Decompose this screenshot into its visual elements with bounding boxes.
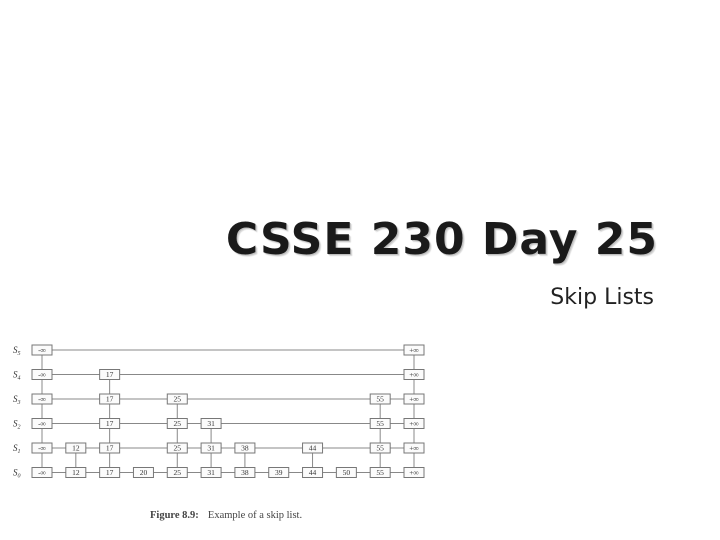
skip-list-node <box>99 369 121 380</box>
skip-list-figure: S5 -∞ +∞ S4 -∞ 17 +∞ S3 -∞ 17 25 55 +∞ S2 -∞ 17 25 31 55 +∞… <box>13 344 425 522</box>
skip-list-node <box>403 344 425 356</box>
node-key: 17 <box>106 468 114 477</box>
node-key: 55 <box>376 468 384 477</box>
skip-list-node <box>369 442 391 454</box>
skip-list-node <box>99 418 121 429</box>
skip-list-node <box>99 442 121 454</box>
skip-list-node <box>31 442 53 454</box>
skip-list-node <box>200 442 222 454</box>
node-key: 50 <box>343 468 351 477</box>
level-label: S1 <box>13 443 21 455</box>
skip-list-node <box>31 418 53 429</box>
node-key: 25 <box>174 419 182 428</box>
node-key: 44 <box>309 468 317 477</box>
node-key: +∞ <box>409 419 419 428</box>
skip-list-node <box>166 467 188 478</box>
node-key: 12 <box>72 468 80 477</box>
node-key: -∞ <box>38 370 46 379</box>
node-key: -∞ <box>38 395 46 404</box>
skip-list-node <box>403 369 425 380</box>
node-key: +∞ <box>409 395 419 404</box>
skip-list-node <box>403 467 425 478</box>
node-key: 31 <box>207 419 215 428</box>
skip-list-node <box>166 418 188 429</box>
node-key: +∞ <box>409 444 419 453</box>
node-key: 55 <box>376 444 384 453</box>
skip-list-node <box>31 393 53 405</box>
node-key: 31 <box>207 468 215 477</box>
skip-list-node <box>302 442 324 454</box>
skip-list-node <box>234 467 256 478</box>
figure-caption-label: Figure 8.9: <box>150 510 199 521</box>
node-key: 31 <box>207 444 215 453</box>
skip-list-node <box>403 442 425 454</box>
node-key: 17 <box>106 370 114 379</box>
skip-list-node <box>200 418 222 429</box>
figure-caption-text: Example of a skip list. <box>208 510 302 521</box>
skip-list-node <box>200 467 222 478</box>
skip-list-node <box>65 467 87 478</box>
skip-list-node <box>335 467 357 478</box>
skip-list-node <box>166 442 188 454</box>
skip-list-levels: S5 -∞ +∞ S4 -∞ 17 +∞ S3 -∞ 17 25 55 +∞ S2 -∞ 17 25 31 55 +∞… <box>13 344 425 480</box>
level-label: S5 <box>13 345 21 357</box>
node-key: 20 <box>140 468 148 477</box>
node-key: 17 <box>106 444 114 453</box>
skip-list-node <box>99 393 121 405</box>
node-key: +∞ <box>409 468 419 477</box>
skip-list-node <box>31 467 53 478</box>
skip-list-node <box>369 467 391 478</box>
node-key: -∞ <box>38 346 46 355</box>
skip-list-node <box>268 467 290 478</box>
node-key: 44 <box>309 444 317 453</box>
node-key: +∞ <box>409 370 419 379</box>
level-label: S3 <box>13 394 21 406</box>
skip-list-node <box>403 393 425 405</box>
node-key: 55 <box>376 419 384 428</box>
slide-title: CSSE 230 Day 25 <box>225 214 658 265</box>
skip-list-node <box>31 369 53 380</box>
slide-subtitle: Skip Lists <box>550 285 654 310</box>
node-key: 38 <box>241 444 249 453</box>
level-label: S0 <box>13 468 21 480</box>
node-key: -∞ <box>38 444 46 453</box>
skip-list-node <box>31 344 53 356</box>
level-label: S4 <box>13 370 21 382</box>
skip-list-node <box>234 442 256 454</box>
skip-list-node <box>65 442 87 454</box>
svg-text:Figure 8.9: Example of a s: Figure 8.9: Example of a skip list. <box>150 503 302 522</box>
level-label: S2 <box>13 419 21 431</box>
skip-list-node <box>132 467 154 478</box>
skip-list-node <box>369 393 391 405</box>
node-key: 17 <box>106 419 114 428</box>
skip-list-node <box>166 393 188 405</box>
node-key: 38 <box>241 468 249 477</box>
node-key: 12 <box>72 444 80 453</box>
node-key: -∞ <box>38 468 46 477</box>
skip-list-node <box>99 467 121 478</box>
node-key: 17 <box>106 395 114 404</box>
node-key: -∞ <box>38 419 46 428</box>
skip-list-node <box>403 418 425 429</box>
skip-list-node <box>302 467 324 478</box>
node-key: 55 <box>376 395 384 404</box>
node-key: 25 <box>174 468 182 477</box>
node-key: +∞ <box>409 346 419 355</box>
node-key: 39 <box>275 468 283 477</box>
node-key: 25 <box>174 395 182 404</box>
node-key: 25 <box>174 444 182 453</box>
skip-list-node <box>369 418 391 429</box>
